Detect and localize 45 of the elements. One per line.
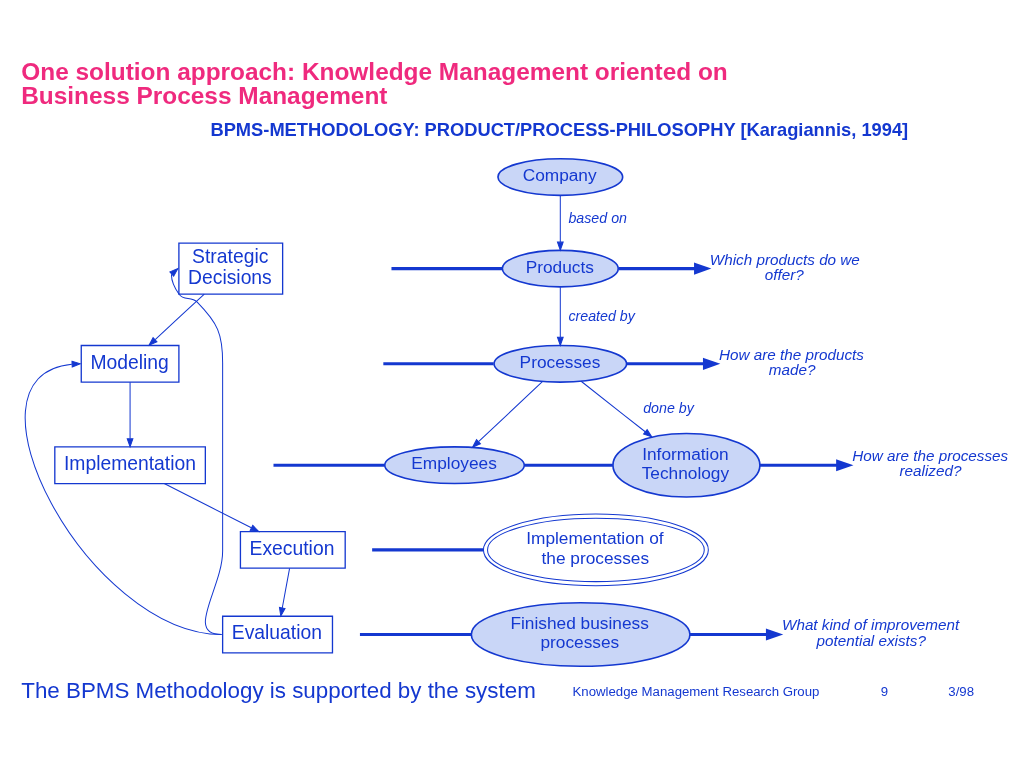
- connector: [359, 633, 471, 637]
- node-ellipse: Finished business processes: [470, 601, 691, 668]
- arrow: [470, 381, 543, 449]
- node-text: How are the products made?: [718, 345, 864, 379]
- connector: [382, 362, 494, 366]
- node-box: Implementation: [53, 446, 206, 485]
- connector: [273, 463, 384, 467]
- node-ellipse: Processes: [492, 344, 627, 383]
- arrow: [556, 286, 564, 347]
- node-text: Which products do we offer?: [709, 250, 860, 283]
- arrow: [24, 360, 222, 636]
- node-box: Evaluation: [221, 615, 333, 654]
- diagram-title: One solution approach: Knowledge Management oriented on Business Process Management: [20, 57, 728, 110]
- label: The BPMS Methodology is supported by the system: [20, 678, 536, 704]
- connector: [371, 548, 483, 552]
- node-box: Execution: [239, 530, 346, 569]
- node-box: Strategic Decisions: [177, 242, 283, 295]
- arrow: [126, 381, 134, 449]
- node-ellipse: Company: [496, 157, 623, 197]
- node-text: What kind of improvement potential exists?: [781, 616, 959, 649]
- node-ellipse: Information Technology: [611, 432, 761, 498]
- connector: [524, 463, 613, 467]
- arrow: [556, 195, 564, 252]
- arrow: [689, 628, 783, 641]
- arrow: [759, 459, 853, 472]
- arrow: [626, 357, 720, 370]
- arrow: [278, 567, 290, 618]
- node-ellipse: Implementation of the processes: [482, 513, 709, 587]
- edge-label: done by: [642, 399, 694, 416]
- edge-label: based on: [567, 209, 627, 226]
- arrow: [168, 267, 223, 636]
- node-ellipse: Products: [501, 249, 619, 288]
- node-ellipse: Employees: [383, 446, 525, 485]
- label: BPMS-METHODOLOGY: PRODUCT/PROCESS-PHILOSOPHY [Karagiannis, 1994]: [209, 118, 908, 140]
- arrow: [147, 293, 205, 347]
- arrow: [163, 483, 260, 533]
- label: 3/98: [947, 684, 974, 700]
- node-text: How are the processes realized?: [851, 447, 1008, 480]
- label: Knowledge Management Research Group: [572, 684, 819, 700]
- edge-label: created by: [567, 308, 635, 325]
- label: 9: [880, 684, 888, 700]
- arrow: [580, 380, 653, 438]
- node-box: Modeling: [80, 344, 180, 383]
- arrow: [618, 262, 711, 275]
- connector: [390, 267, 502, 271]
